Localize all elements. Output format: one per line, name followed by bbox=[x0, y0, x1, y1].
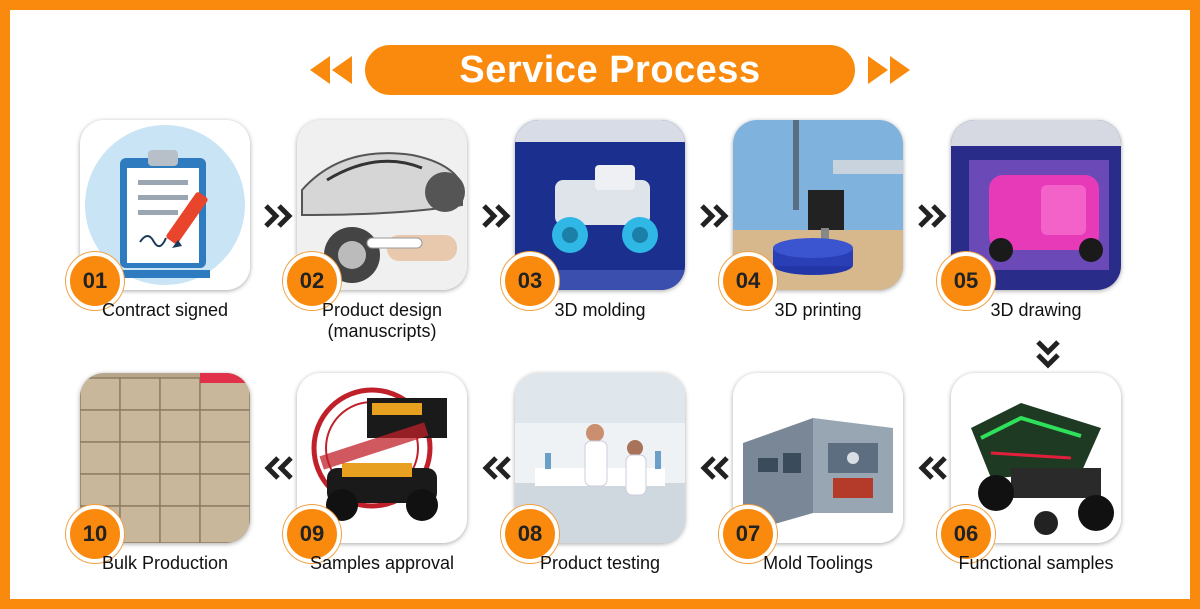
contract-clipboard-icon bbox=[80, 120, 250, 290]
step-number-badge: 06 bbox=[937, 505, 995, 563]
step-number-badge: 02 bbox=[283, 252, 341, 310]
double-chevron-right-icon bbox=[868, 56, 910, 84]
step-label: Contract signed bbox=[101, 300, 229, 320]
step-label: 3D molding bbox=[554, 300, 646, 320]
double-chevron-right-icon bbox=[264, 204, 293, 228]
3d-drawing-screen-photo bbox=[951, 120, 1121, 290]
step-number-badge: 08 bbox=[501, 505, 559, 563]
double-chevron-left-icon bbox=[482, 456, 511, 480]
double-chevron-right-icon bbox=[482, 204, 511, 228]
step-label: Mold Toolings bbox=[763, 553, 873, 573]
step-number-badge: 03 bbox=[501, 252, 559, 310]
double-chevron-right-icon bbox=[918, 204, 947, 228]
step-number-badge: 01 bbox=[66, 252, 124, 310]
step-label: Bulk Production bbox=[101, 553, 229, 573]
step-number-badge: 09 bbox=[283, 505, 341, 563]
double-chevron-left-icon bbox=[700, 456, 729, 480]
double-chevron-left-icon bbox=[264, 456, 293, 480]
step-label: Samples approval bbox=[309, 553, 455, 573]
step-number-badge: 07 bbox=[719, 505, 777, 563]
page-title: Service Process bbox=[365, 45, 855, 95]
double-chevron-left-icon bbox=[918, 456, 947, 480]
double-chevron-right-icon bbox=[700, 204, 729, 228]
double-chevron-left-icon bbox=[310, 56, 352, 84]
3d-printer-photo bbox=[733, 120, 903, 290]
step-label: Functional samples bbox=[958, 553, 1114, 573]
step-label: Product design(manuscripts) bbox=[321, 300, 443, 341]
step-number-badge: 10 bbox=[66, 505, 124, 563]
step-number-badge: 04 bbox=[719, 252, 777, 310]
step-label: Product testing bbox=[539, 553, 661, 573]
double-chevron-down-icon bbox=[1036, 340, 1060, 369]
step-label: 3D printing bbox=[774, 300, 862, 320]
step-label: 3D drawing bbox=[990, 300, 1082, 320]
car-sketch-photo bbox=[297, 120, 467, 290]
step-number-badge: 05 bbox=[937, 252, 995, 310]
